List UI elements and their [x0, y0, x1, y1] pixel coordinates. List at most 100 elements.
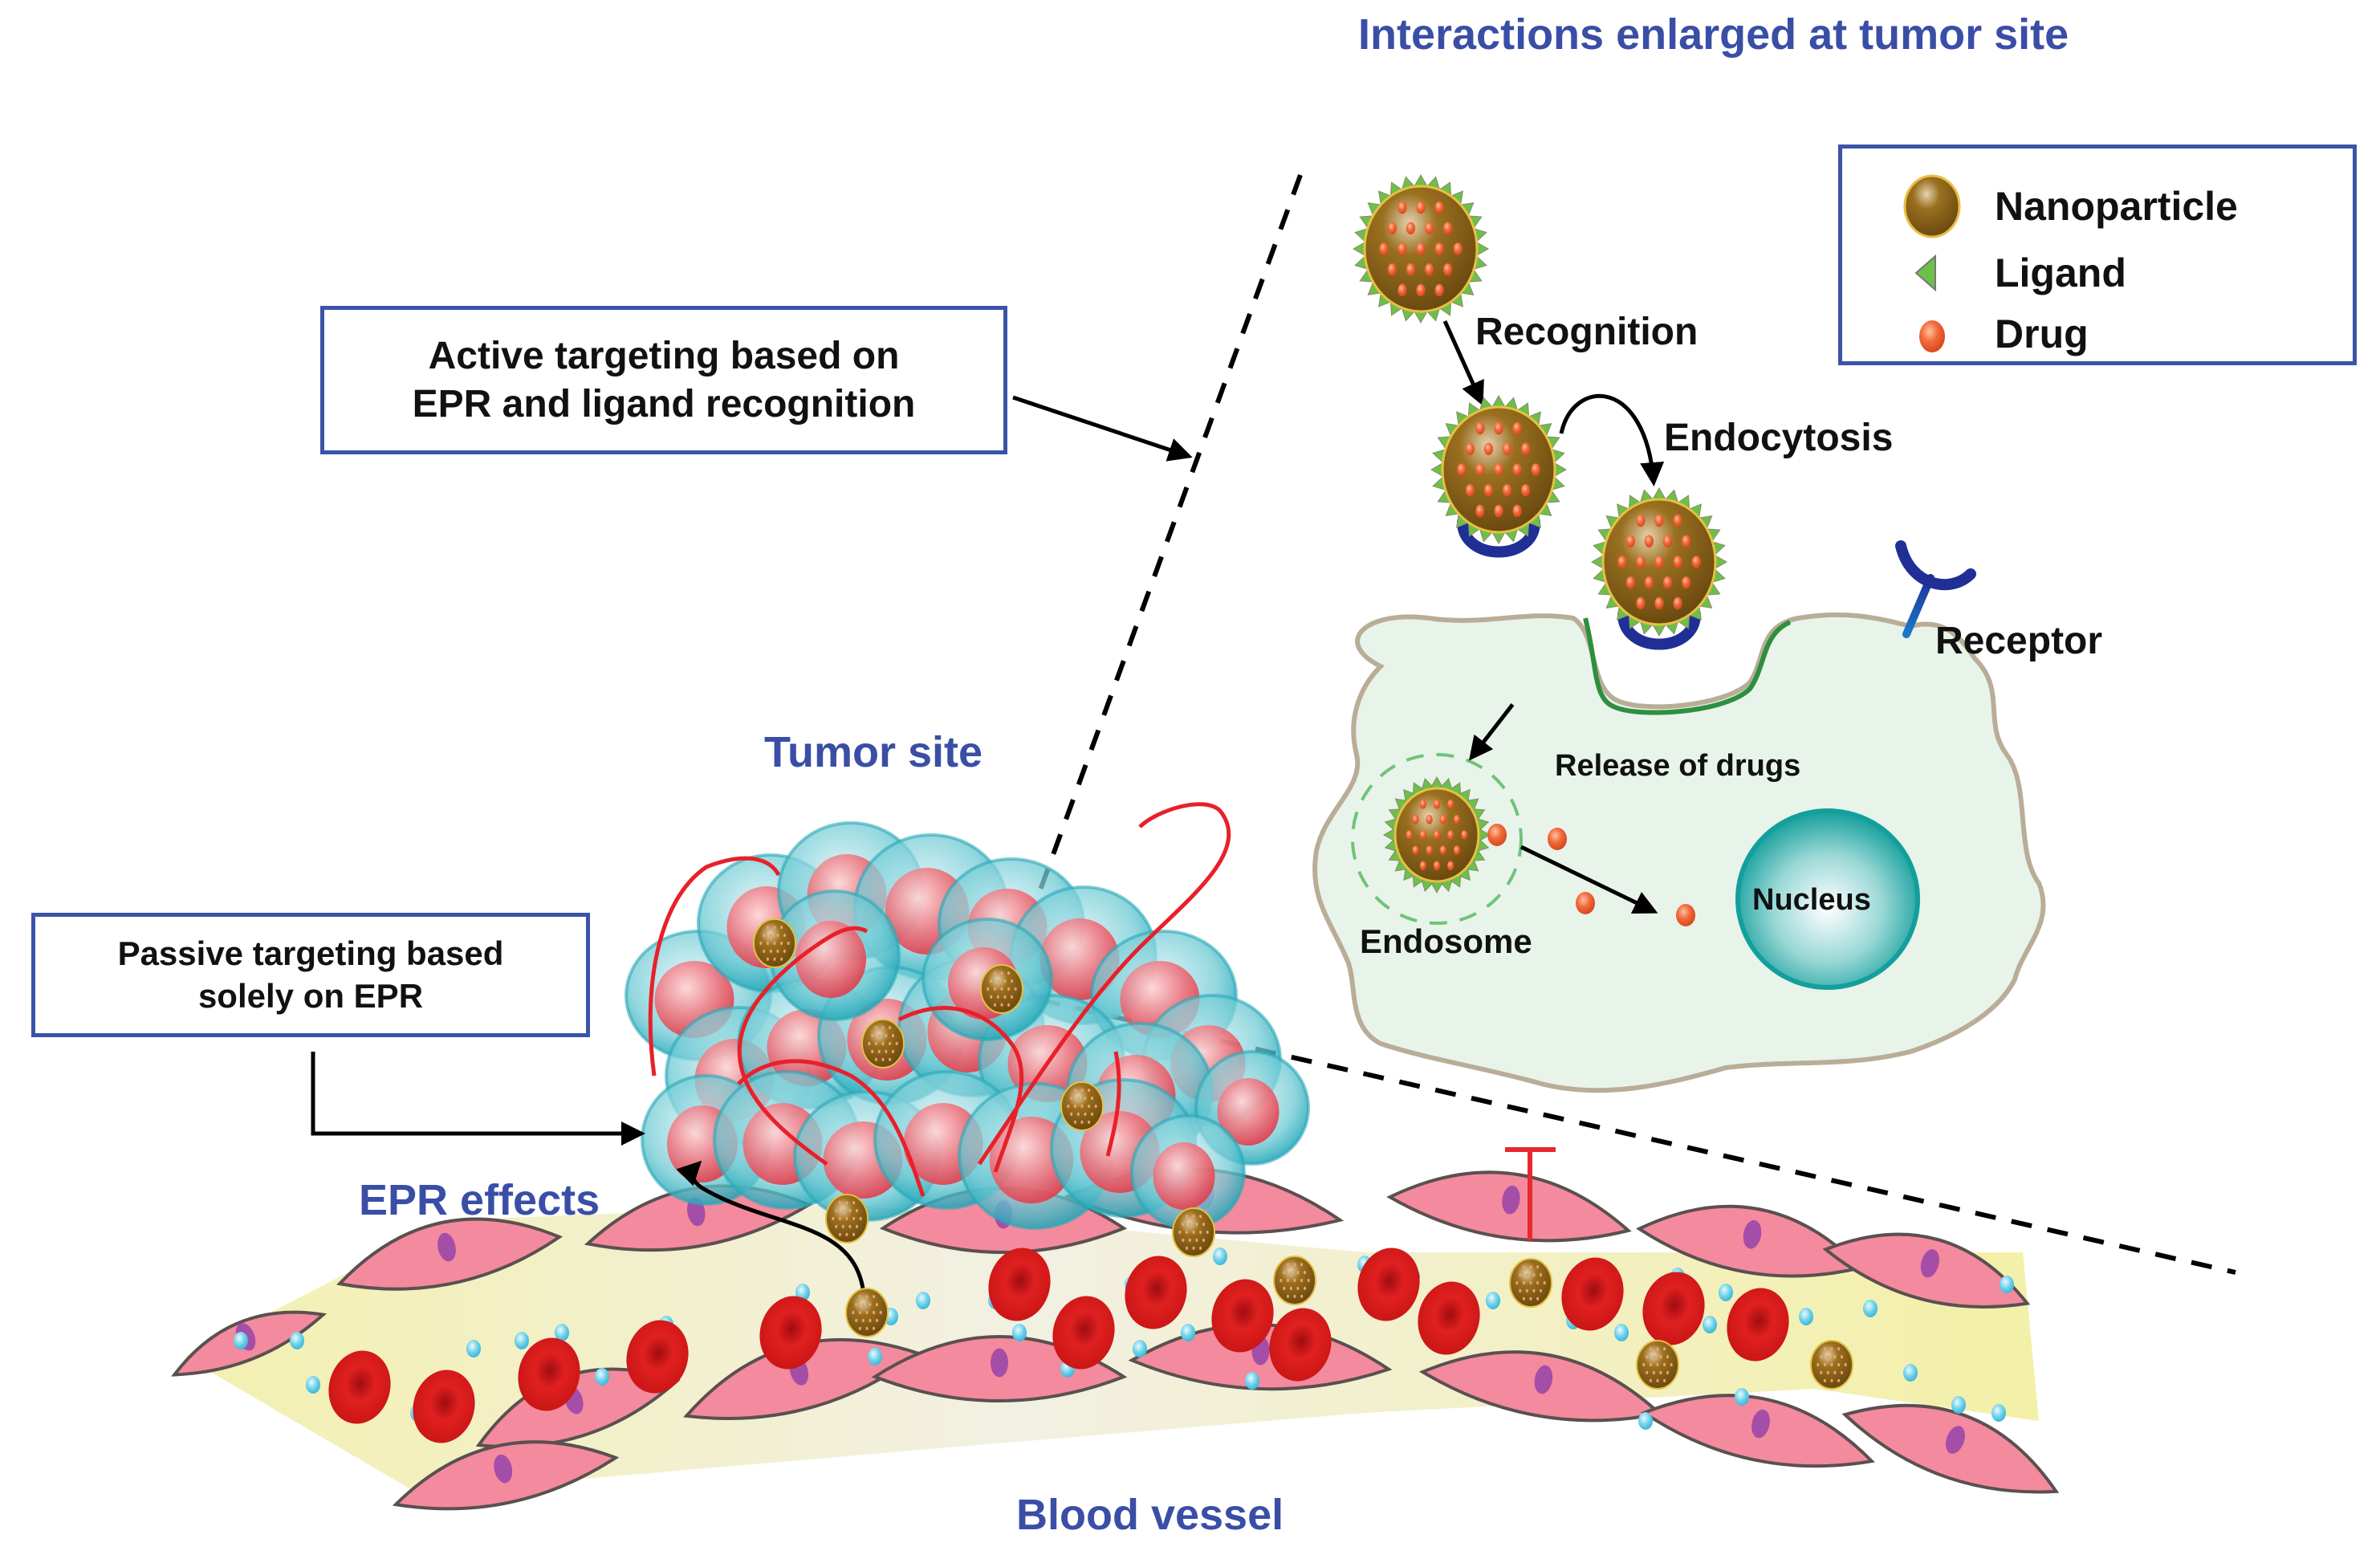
endocytic-pit: [1583, 617, 1792, 715]
tumor-cluster: [624, 802, 1310, 1230]
drug: [1830, 1378, 1833, 1382]
nanoparticle: [1172, 1207, 1215, 1257]
red-blood-cell: [1561, 1257, 1624, 1331]
drug: [780, 926, 783, 930]
drug: [1823, 1378, 1826, 1382]
drug: [1080, 1120, 1084, 1124]
drug: [1199, 1215, 1202, 1219]
drug: [1076, 1097, 1080, 1101]
drug: [848, 1224, 852, 1228]
figure-title: Interactions enlarged at tumor site: [1358, 10, 2069, 59]
nanoparticle: [1590, 486, 1728, 637]
drug: [776, 934, 779, 938]
drug: [881, 1057, 885, 1061]
drug: [1502, 442, 1512, 456]
drug: [1652, 1370, 1655, 1374]
drug: [1070, 1097, 1073, 1101]
drug: [889, 1041, 892, 1046]
active-targeting-line-1: Active targeting based on: [428, 334, 900, 377]
drug: [1682, 535, 1691, 548]
epr-effects-label: EPR effects: [359, 1176, 600, 1224]
endothelial-cell: [1841, 1403, 2060, 1494]
drug: [1840, 1355, 1844, 1359]
drug: [1283, 1271, 1286, 1275]
nanoparticle: [1382, 775, 1491, 894]
drug: [1434, 283, 1444, 297]
drug: [1649, 1378, 1652, 1382]
ligand: [1590, 555, 1604, 569]
nanoparticle: [1060, 1081, 1104, 1131]
drug: [841, 1224, 844, 1228]
drug: [1656, 1362, 1659, 1367]
endocytosis-label: Endocytosis: [1664, 417, 1894, 459]
drug: [1663, 1378, 1666, 1382]
endothelial-nucleus: [1920, 1249, 1939, 1278]
drug: [873, 1295, 876, 1299]
drug: [1662, 576, 1673, 589]
drug-icon: [1919, 320, 1945, 352]
drug: [1521, 483, 1531, 497]
drug: [1419, 861, 1426, 871]
drug: [1636, 596, 1646, 610]
drug: [1397, 201, 1407, 214]
drug: [1188, 1238, 1191, 1242]
drug: [1289, 1271, 1292, 1275]
passive-targeting-line-1: Passive targeting based: [117, 934, 504, 972]
red-blood-cell: [1211, 1279, 1274, 1353]
drug: [1073, 1089, 1076, 1093]
drug: [1820, 1355, 1823, 1359]
drug: [838, 1216, 841, 1221]
drug: [861, 1303, 865, 1307]
ligand: [1414, 173, 1428, 187]
drug: [1433, 861, 1441, 871]
drug: [1080, 1104, 1084, 1109]
nanoparticle-icon: [1903, 174, 1961, 238]
red-blood-cell: [1727, 1288, 1789, 1362]
drug: [1416, 201, 1426, 214]
drug: [1522, 1296, 1525, 1301]
drug: [766, 926, 769, 930]
drug: [1673, 514, 1682, 527]
drug: [1185, 1230, 1188, 1235]
drug: [1536, 1296, 1540, 1301]
tumor-blood-vessel: [737, 1059, 926, 1197]
drug: [1521, 442, 1531, 456]
nanoparticle: [1810, 1340, 1853, 1390]
drug: [861, 1318, 865, 1322]
drug: [1519, 1288, 1522, 1292]
drug: [877, 1034, 881, 1038]
ligand: [1652, 624, 1666, 637]
drug: [773, 941, 776, 946]
drug: [1823, 1362, 1826, 1367]
endothelial-cell: [392, 1440, 620, 1511]
drug: [875, 1318, 879, 1322]
plasma-particle: [1951, 1396, 1966, 1414]
drug: [1090, 1097, 1094, 1101]
drug: [996, 995, 999, 999]
drug: [845, 1201, 848, 1205]
released-drug: [1676, 904, 1695, 926]
drug: [835, 1224, 838, 1228]
drug: [759, 941, 763, 946]
drug: [1461, 830, 1468, 840]
ligand: [1491, 394, 1506, 408]
particles: [753, 173, 1853, 1390]
active-callout-arrow: [1012, 395, 1193, 462]
drug: [1416, 242, 1426, 255]
drug: [1412, 815, 1419, 824]
drug: [1067, 1104, 1070, 1109]
drug: [1659, 1370, 1662, 1374]
drug: [1682, 576, 1691, 589]
drug: [841, 1209, 844, 1213]
zoom-guide-lines: [1001, 173, 2236, 1275]
drug: [1830, 1362, 1833, 1367]
plasma-particle: [1991, 1404, 2006, 1422]
red-blood-cell: [988, 1248, 1051, 1321]
nanoparticle: [845, 1288, 889, 1337]
tumor-blood-vessel: [737, 926, 869, 1166]
drug: [993, 971, 996, 975]
drug: [1453, 845, 1461, 855]
drug: [1443, 222, 1453, 235]
endothelial-nucleus: [1534, 1365, 1553, 1394]
